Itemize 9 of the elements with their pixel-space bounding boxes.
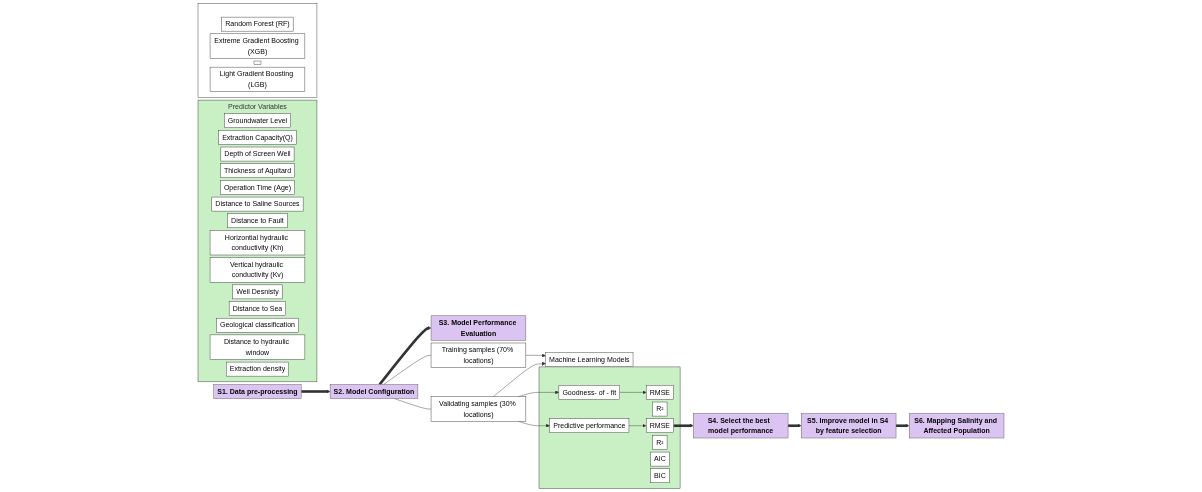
arrow [673, 423, 694, 428]
cluster [538, 366, 681, 489]
node-box [253, 60, 262, 65]
arrow [378, 326, 432, 386]
cluster [197, 3, 318, 98]
arrow [787, 423, 802, 428]
arrow [301, 389, 331, 394]
connector [383, 355, 432, 385]
arrow [895, 423, 910, 428]
